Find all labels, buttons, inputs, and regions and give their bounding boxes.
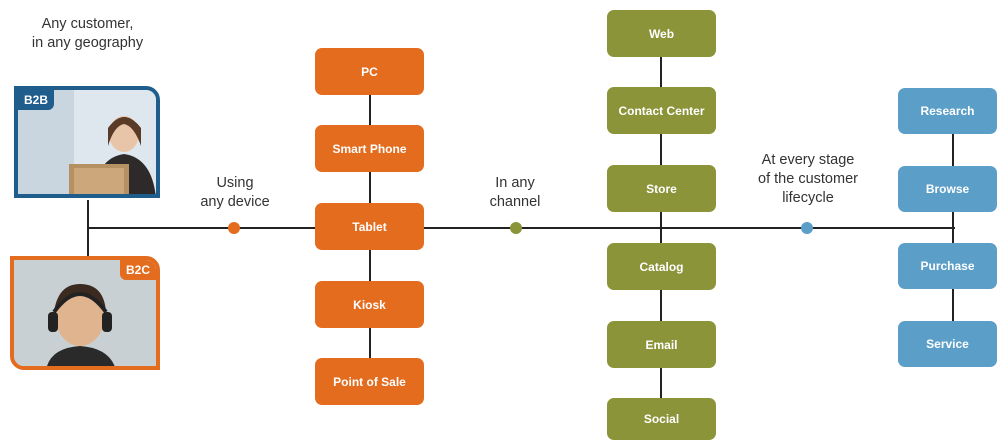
channel-contact-center: Contact Center — [607, 87, 716, 134]
b2b-photo: B2B — [14, 86, 160, 198]
device-point-of-sale: Point of Sale — [315, 358, 424, 405]
channel-store: Store — [607, 165, 716, 212]
channel-label-line2: channel — [489, 194, 541, 210]
customer-label-line1: Any customer, — [41, 16, 134, 32]
b2c-badge: B2C — [119, 260, 156, 280]
channel-dot — [510, 222, 522, 234]
channel-email: Email — [607, 321, 716, 368]
channel-label-line1: In any — [495, 175, 535, 191]
b2c-photo: B2C — [10, 256, 160, 370]
customer-label: Any customer, in any geography — [0, 15, 175, 53]
stage-label: At every stage of the customer lifecycle — [738, 151, 878, 208]
stage-label-line1: At every stage — [761, 152, 855, 168]
lifecycle-service: Service — [898, 321, 997, 367]
lifecycle-dot — [801, 222, 813, 234]
lifecycle-browse: Browse — [898, 166, 997, 212]
device-label-line2: any device — [200, 194, 270, 210]
device-kiosk: Kiosk — [315, 281, 424, 328]
device-tablet: Tablet — [315, 203, 424, 250]
channel-label: In any channel — [465, 174, 565, 212]
stage-label-line2: of the customer — [758, 171, 858, 187]
device-dot — [228, 222, 240, 234]
device-pc: PC — [315, 48, 424, 95]
b2b-badge: B2B — [18, 90, 55, 110]
customer-label-line2: in any geography — [31, 35, 144, 51]
lifecycle-research: Research — [898, 88, 997, 134]
device-label-line1: Using — [216, 175, 254, 191]
lifecycle-purchase: Purchase — [898, 243, 997, 289]
device-smart-phone: Smart Phone — [315, 125, 424, 172]
channel-web: Web — [607, 10, 716, 57]
channel-social: Social — [607, 398, 716, 440]
channel-catalog: Catalog — [607, 243, 716, 290]
device-label: Using any device — [180, 174, 290, 212]
stage-label-line3: lifecycle — [782, 190, 834, 206]
